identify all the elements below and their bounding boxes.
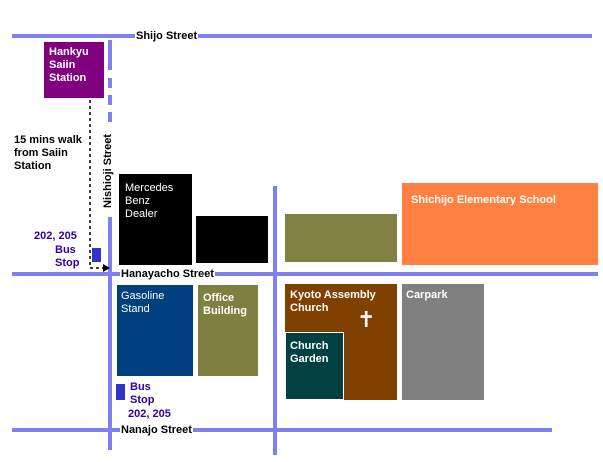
school-label: Shichijo Elementary School [411,194,556,206]
walk-note: 15 mins walk from Saiin Station [14,134,82,172]
hanayacho-street-label: Hanayacho Street [120,268,215,280]
shichijo-elementary-school: Shichijo Elementary School [402,183,598,265]
walk-route-arrow [103,264,110,272]
bus-stop-label-south: Bus Stop [130,381,155,406]
hankyu-saiin-station: Hankyu Saiin Station [44,42,104,98]
nanajo-street-label: Nanajo Street [120,424,193,436]
shijo-street-label: Shijo Street [135,30,199,42]
olive-building [285,214,397,262]
mercedes-label: Mercedes Benz Dealer [125,182,174,220]
carpark: Carpark [402,284,484,400]
station-label: Hankyu Saiin Station [49,46,89,84]
carpark-label: Carpark [406,289,448,301]
bus-stop-marker-north [92,248,101,262]
church-label: Kyoto Assembly Church [290,289,376,314]
black-building [196,216,268,263]
office-building: Office Building [198,285,258,376]
gasoline-stand: Gasoline Stand [117,285,193,376]
garden-label: Church Garden [290,340,329,365]
walk-route-line [89,100,104,269]
bus-stop-marker-south [116,384,125,400]
bus-stop-routes-south: 202, 205 [128,408,171,420]
gasoline-label: Gasoline Stand [121,290,165,315]
mercedes-benz-dealer: Mercedes Benz Dealer [119,174,192,265]
nishioji-street-label: Nishioji Street [102,125,114,217]
church-garden: Church Garden [285,332,344,400]
bus-stop-routes-north: 202, 205 [34,230,77,242]
office-label: Office Building [203,292,247,317]
bus-stop-label-north: Bus Stop [55,244,80,269]
church-cross-icon: ✝ [357,307,376,332]
